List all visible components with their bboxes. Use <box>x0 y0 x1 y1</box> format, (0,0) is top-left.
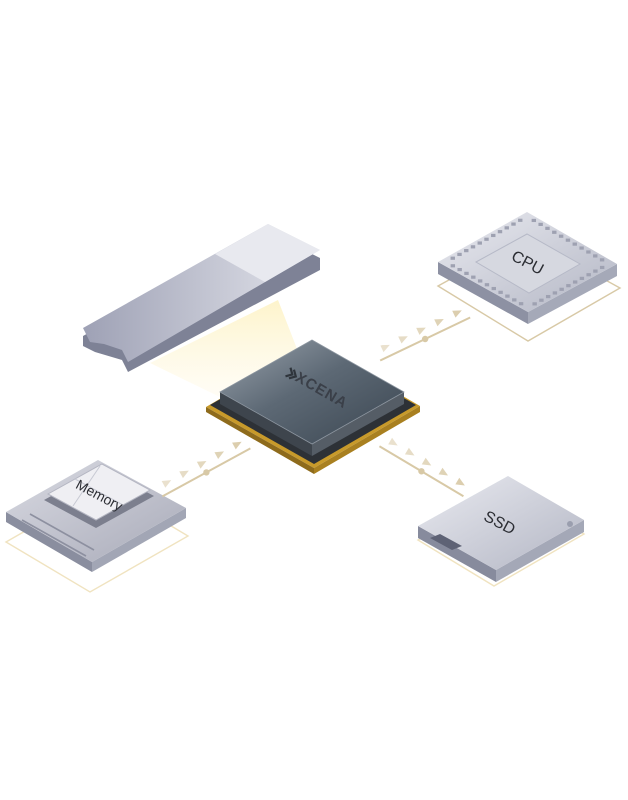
cpu-pad <box>558 234 564 238</box>
cpu-pad <box>464 271 469 275</box>
cpu-pad <box>593 254 598 258</box>
cpu-pad <box>599 258 605 262</box>
cpu-pad <box>450 264 456 268</box>
cpu-pad <box>470 245 476 249</box>
cpu-pad <box>579 276 585 280</box>
cpu-pad <box>586 273 591 277</box>
cpu-pad <box>599 265 605 270</box>
cpu-pad <box>565 238 571 242</box>
cpu-pad <box>545 294 551 299</box>
connector-memory <box>161 441 251 498</box>
cpu-pad <box>505 294 510 298</box>
cpu-pad <box>572 280 578 284</box>
cpu-pad <box>477 241 482 245</box>
cpu-pad <box>457 267 462 272</box>
cpu-pad <box>504 226 509 230</box>
cpu-pad <box>531 218 537 223</box>
cpu-pad <box>552 230 557 234</box>
cpu-pad <box>450 256 455 260</box>
memory-module-icon: Memory <box>4 460 190 593</box>
cpu-pad <box>559 287 564 291</box>
cpu-pad <box>491 286 496 291</box>
connector-ssd <box>378 437 465 498</box>
cpu-pad <box>579 246 584 250</box>
cpu-pad <box>511 222 516 226</box>
cpu-pad <box>532 302 537 306</box>
cpu-pad <box>498 290 503 294</box>
cpu-pad <box>477 279 483 283</box>
cpu-pad <box>457 252 462 257</box>
cpu-pad <box>538 222 543 226</box>
cpu-pad <box>552 291 558 295</box>
connector-cpu <box>379 310 471 362</box>
cpu-pad <box>539 298 544 302</box>
connectors <box>161 310 471 498</box>
center-chip: XCENA <box>206 339 420 474</box>
cpu-pad <box>518 302 524 306</box>
cpu-pad <box>518 218 523 222</box>
cpu-pad <box>464 249 469 253</box>
cpu-pad <box>593 269 598 273</box>
cpu-pad <box>471 275 476 279</box>
cpu-pad <box>586 250 591 254</box>
cpu-pad <box>491 233 496 238</box>
cpu-pad <box>497 230 503 234</box>
cpu-pad <box>572 242 577 246</box>
cpu-pad <box>512 298 517 302</box>
cpu-pad <box>545 226 550 230</box>
ssd-drive-icon: SSD <box>416 476 586 587</box>
cpu-chip-icon: CPU <box>436 212 622 342</box>
cpu-pad <box>484 283 490 287</box>
cpu-pad <box>484 237 489 241</box>
double-chevron-logo-icon <box>285 367 298 380</box>
cpu-pad <box>566 284 571 288</box>
